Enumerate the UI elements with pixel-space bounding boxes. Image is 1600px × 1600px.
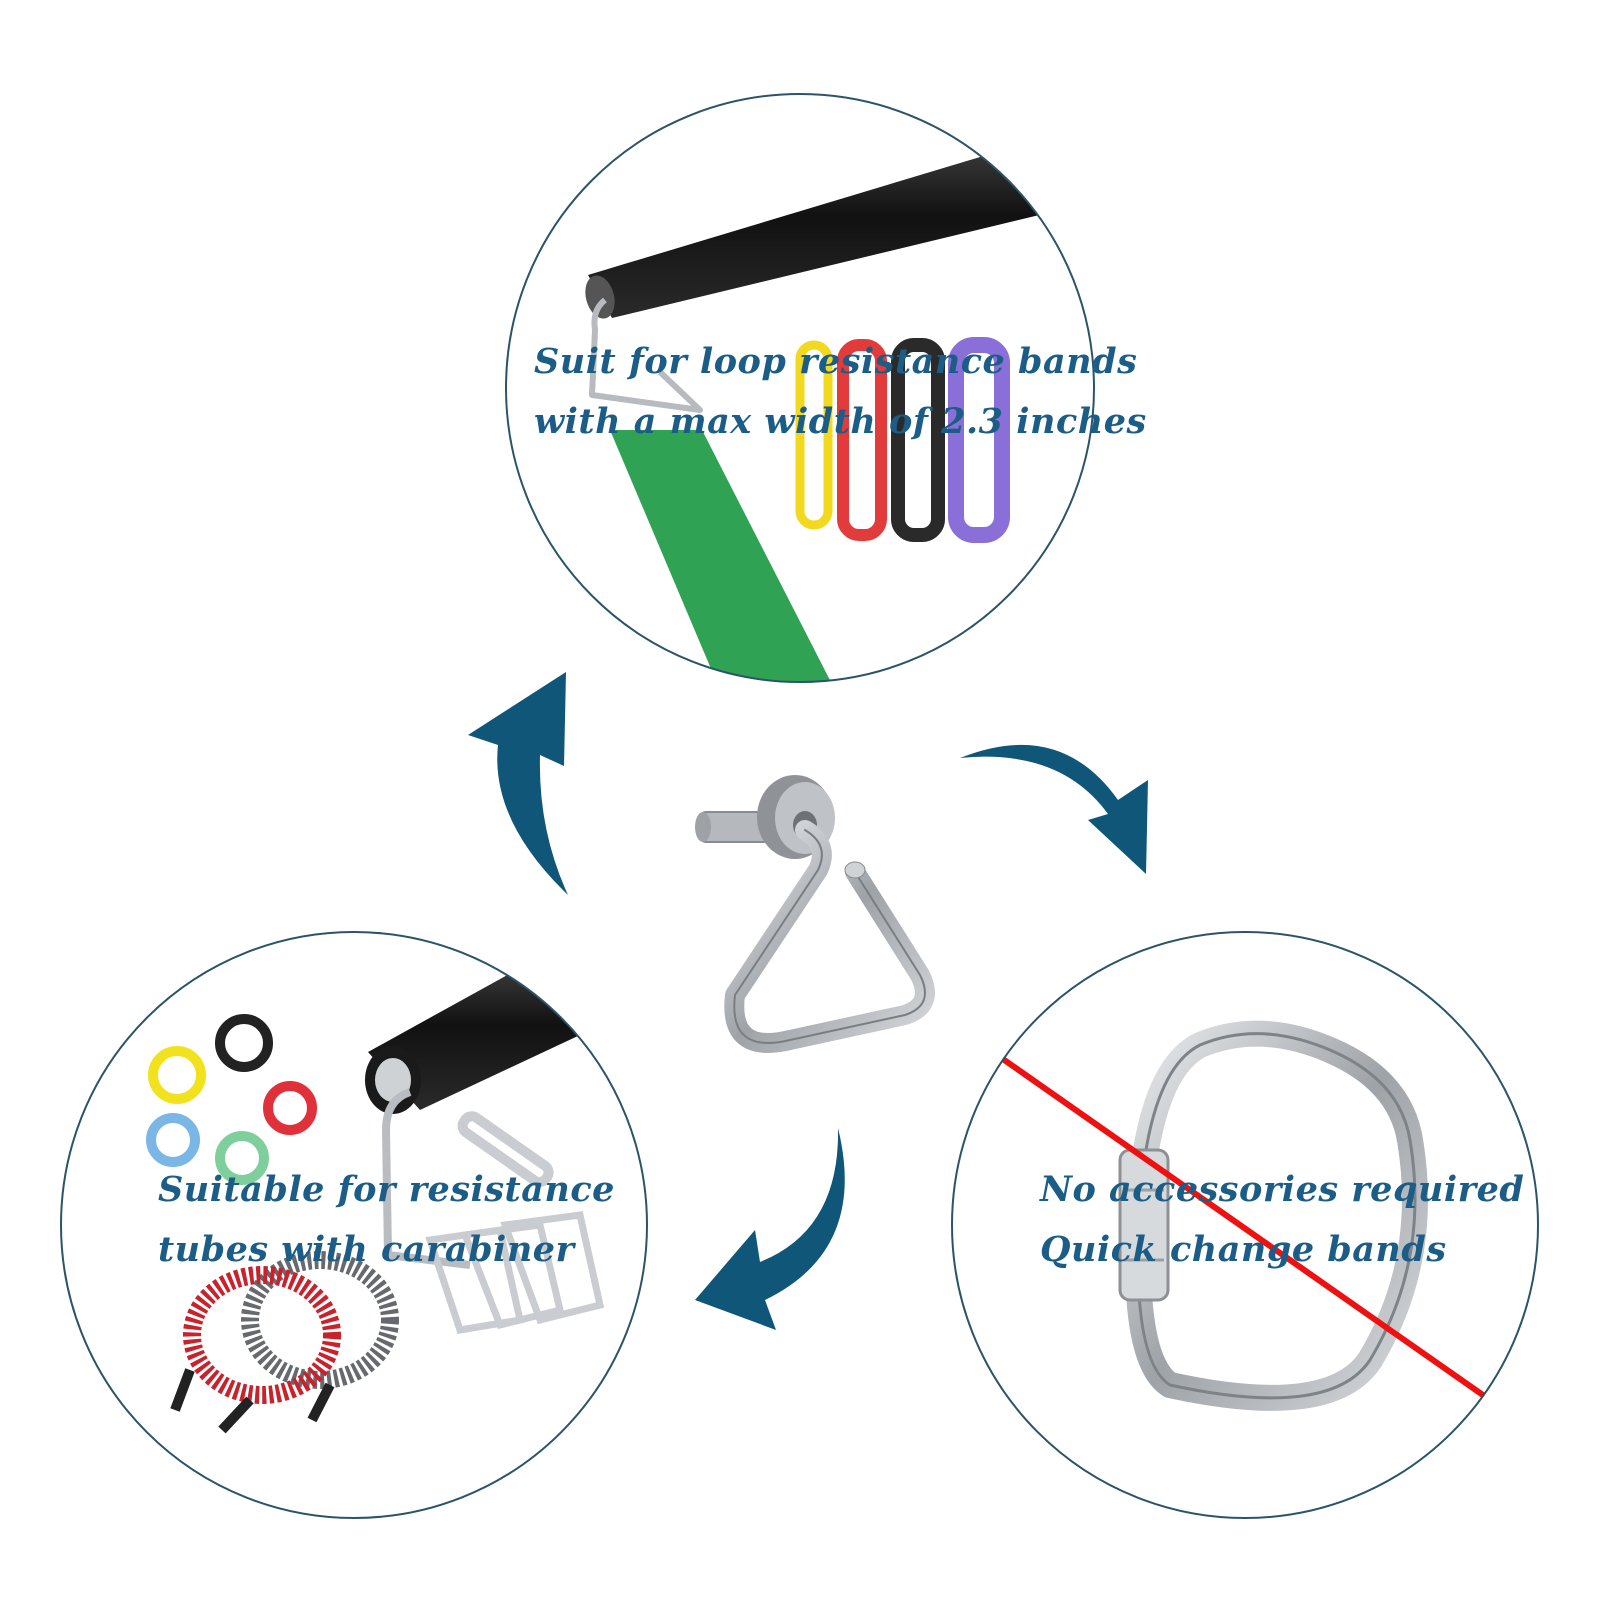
curved-arrow-icon bbox=[468, 672, 568, 895]
right-caption-line-2: Quick change bands bbox=[1040, 1229, 1447, 1270]
left-feature-caption: Suitable for resistance tubes with carab… bbox=[158, 1160, 615, 1280]
loop-bands-image bbox=[795, 337, 1010, 543]
green-band-image bbox=[610, 430, 835, 682]
bar-image bbox=[365, 968, 580, 1114]
right-caption-line-1: No accessories required bbox=[1040, 1169, 1525, 1210]
top-feature-circle bbox=[505, 93, 1095, 683]
resistance-tubes-image bbox=[146, 1014, 317, 1185]
top-feature-caption: Suit for loop resistance bands with a ma… bbox=[534, 332, 1147, 452]
left-feature-circle bbox=[60, 931, 648, 1519]
top-caption-line-1: Suit for loop resistance bands bbox=[534, 341, 1138, 382]
right-feature-caption: No accessories required Quick change ban… bbox=[1040, 1160, 1524, 1280]
delta-carabiner-image bbox=[1118, 1020, 1428, 1411]
hook-image bbox=[589, 297, 703, 413]
bar-image bbox=[585, 148, 1060, 319]
curved-arrow-icon bbox=[960, 744, 1148, 874]
curved-arrow-icon bbox=[695, 1128, 845, 1330]
right-feature-circle bbox=[951, 931, 1539, 1519]
hook-image bbox=[382, 1088, 471, 1269]
left-caption-line-1: Suitable for resistance bbox=[158, 1169, 615, 1210]
no-entry-line-icon bbox=[988, 1047, 1492, 1403]
left-caption-line-2: tubes with carabiner bbox=[158, 1229, 575, 1270]
top-caption-line-2: with a max width of 2.3 inches bbox=[534, 401, 1147, 442]
carabiners-image bbox=[425, 1111, 605, 1334]
covered-tubes-image bbox=[170, 1251, 399, 1434]
swivel-hook-icon bbox=[695, 775, 935, 1053]
